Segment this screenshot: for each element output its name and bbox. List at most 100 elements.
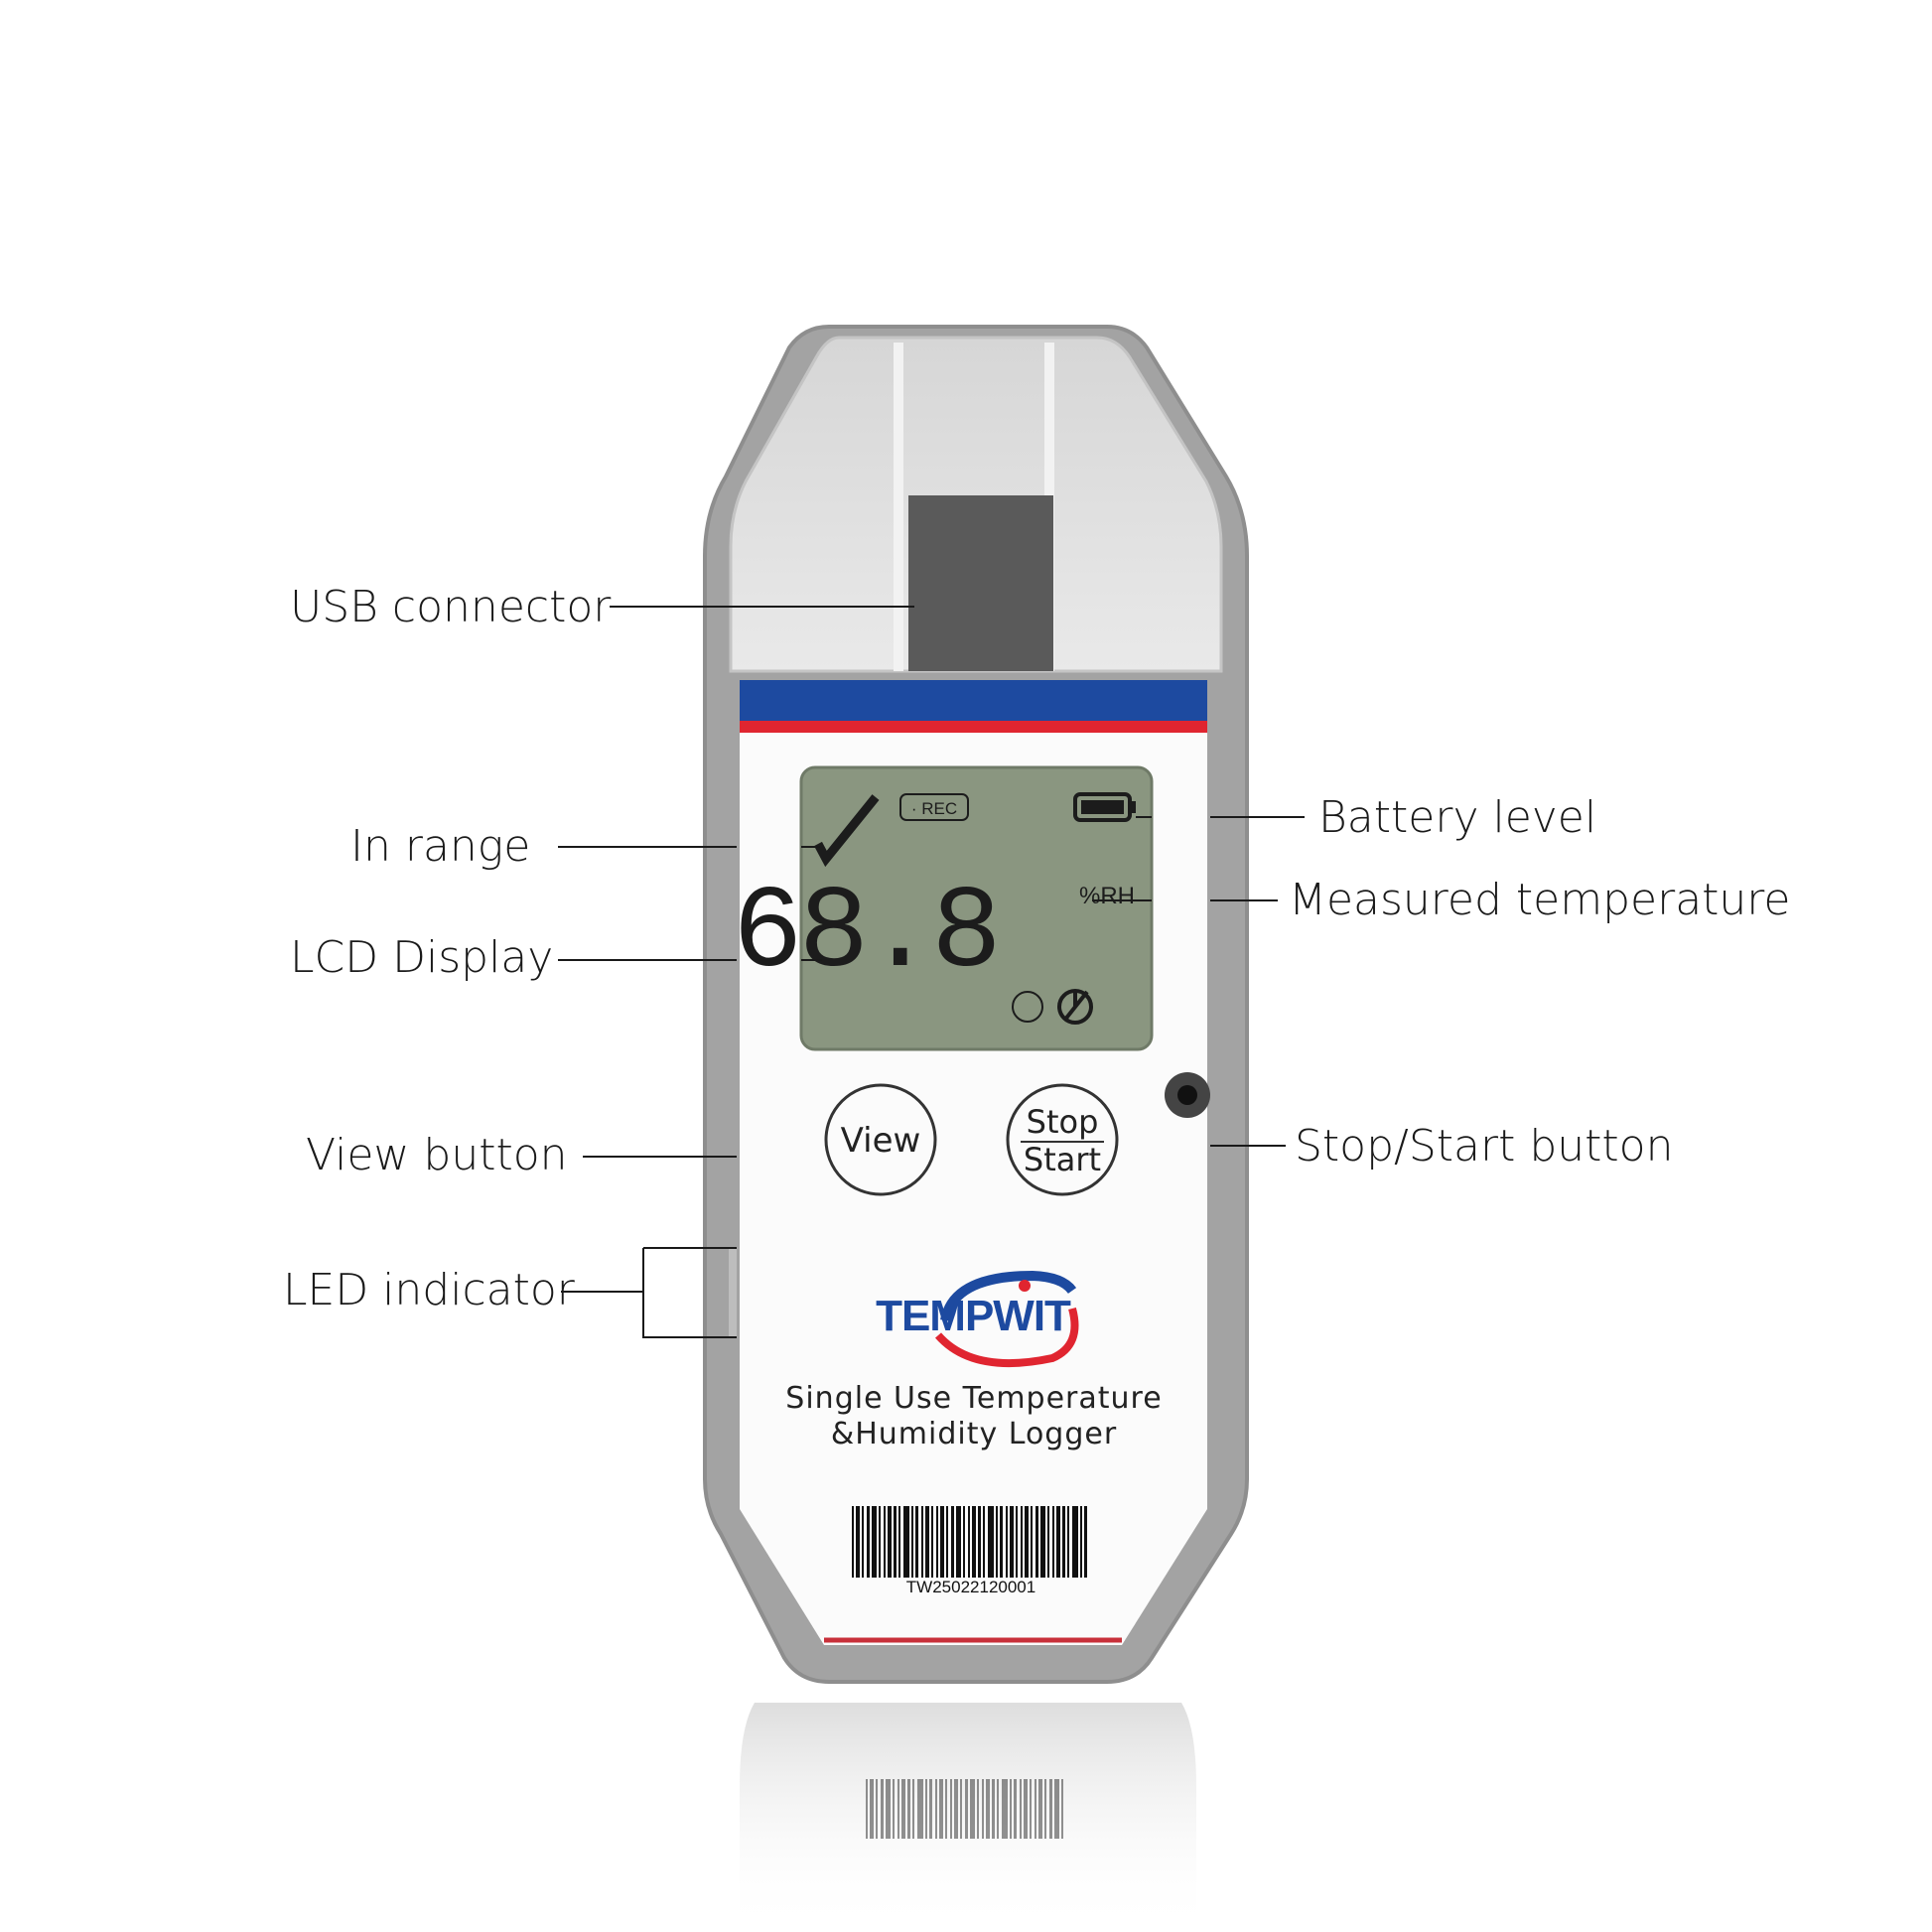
barcode-bar	[960, 1779, 962, 1839]
barcode-bar	[931, 1506, 933, 1578]
barcode-bar	[1010, 1506, 1014, 1578]
barcode-bar	[1035, 1506, 1038, 1578]
barcode-bar	[856, 1506, 860, 1578]
barcode-bar	[1000, 1506, 1003, 1578]
barcode-bar	[903, 1506, 909, 1578]
barcode-bar	[929, 1779, 932, 1839]
usb-connector	[908, 495, 1053, 671]
barcode-bar	[862, 1506, 864, 1578]
barcode-bar	[968, 1506, 970, 1578]
barcode-bar	[1024, 1779, 1028, 1839]
barcode-bar	[1014, 1779, 1017, 1839]
barcode-bar	[956, 1506, 961, 1578]
barcode-bar	[915, 1506, 918, 1578]
stop-start-button[interactable]: Stop Start	[1006, 1083, 1119, 1196]
barcode-bar	[876, 1779, 878, 1839]
barcode-bar	[893, 1779, 895, 1839]
barcode-bar	[982, 1779, 984, 1839]
product-name-line1: Single Use Temperature	[785, 1381, 1162, 1416]
barcode-bar	[978, 1506, 981, 1578]
barcode-bar	[1031, 1506, 1033, 1578]
barcode-bar	[1084, 1506, 1087, 1578]
in-range-check-icon	[814, 794, 880, 868]
led-indicator	[729, 1248, 737, 1337]
stop-label: Stop	[1027, 1103, 1099, 1141]
barcode-bar	[917, 1779, 923, 1839]
barcode-bar	[911, 1506, 913, 1578]
leader-bracket	[561, 1247, 737, 1338]
cap-rib	[894, 343, 903, 671]
barcode-bar	[925, 1779, 927, 1839]
barcode-bar	[1021, 1506, 1023, 1578]
tempwit-logo: TEMPWIT	[876, 1270, 1079, 1367]
power-off-icon	[1057, 989, 1093, 1025]
barcode-bar	[977, 1779, 979, 1839]
callout-in-range: In range	[350, 821, 530, 872]
barcode-bar	[1049, 1779, 1052, 1839]
barcode-bar	[901, 1779, 905, 1839]
barcode-bar	[1062, 1506, 1065, 1578]
barcode-bar	[907, 1779, 910, 1839]
barcode-bar	[1020, 1779, 1022, 1839]
barcode-bar	[1010, 1779, 1012, 1839]
view-button-label: View	[841, 1121, 921, 1161]
barcode-bar	[866, 1779, 868, 1839]
brand-name: TEMPWIT	[876, 1292, 1071, 1340]
barcode-bar	[1016, 1506, 1018, 1578]
barcode-bar	[1002, 1779, 1008, 1839]
reflected-barcode	[866, 1779, 1063, 1839]
callout-battery-level: Battery level	[1318, 792, 1596, 843]
barcode-bar	[970, 1779, 975, 1839]
barcode-bar	[886, 1779, 891, 1839]
callout-measured-temperature: Measured temperature	[1289, 875, 1790, 925]
barcode-bar	[988, 1506, 994, 1578]
lcd-reading: 68.8	[733, 869, 998, 1001]
barcode-bar	[1061, 1779, 1063, 1839]
barcode-bar	[986, 1779, 990, 1839]
callout-led-indicator: LED indicator	[283, 1265, 576, 1315]
barcode-bar	[1052, 1506, 1054, 1578]
barcode-bar	[940, 1506, 944, 1578]
barcode-bar	[897, 1779, 899, 1839]
barcode-bar	[950, 1779, 952, 1839]
barcode-bar	[1040, 1506, 1045, 1578]
sync-icon	[1012, 991, 1043, 1023]
barcode-bar	[1030, 1779, 1032, 1839]
barcode-bar	[992, 1779, 995, 1839]
side-hole	[1165, 1072, 1210, 1118]
barcode-bar	[867, 1506, 870, 1578]
view-button[interactable]: View	[824, 1083, 937, 1196]
barcode-bar	[894, 1506, 897, 1578]
barcode-bar	[888, 1506, 892, 1578]
barcode-bar	[939, 1779, 943, 1839]
barcode-bar	[879, 1506, 881, 1578]
barcode-bar	[935, 1779, 937, 1839]
product-name-line2: &Humidity Logger	[831, 1417, 1117, 1451]
barcode-bar	[965, 1779, 968, 1839]
callout-stop-start-button: Stop/Start button	[1295, 1121, 1673, 1172]
barcode-bar	[1056, 1506, 1060, 1578]
barcode-bar	[936, 1506, 938, 1578]
barcode-bar	[1054, 1779, 1059, 1839]
barcode-bar	[881, 1779, 884, 1839]
lcd-unit: %RH	[1079, 883, 1135, 909]
barcode-bar	[946, 1506, 948, 1578]
start-label: Start	[1024, 1141, 1101, 1178]
barcode-bar	[997, 1779, 999, 1839]
barcode-bar	[1067, 1506, 1069, 1578]
callout-view-button: View button	[306, 1130, 568, 1180]
barcode-bar	[983, 1506, 985, 1578]
barcode-bar	[1047, 1506, 1049, 1578]
battery-icon	[1073, 792, 1136, 822]
barcode-bar	[1072, 1506, 1078, 1578]
barcode-bar	[963, 1506, 965, 1578]
callout-usb-connector: USB connector	[290, 582, 612, 632]
barcode-bar	[951, 1506, 954, 1578]
barcode-bar	[972, 1506, 976, 1578]
barcode-bar	[1080, 1506, 1082, 1578]
barcode-bar	[954, 1779, 958, 1839]
barcode-bar	[1025, 1506, 1029, 1578]
red-band	[740, 721, 1207, 733]
